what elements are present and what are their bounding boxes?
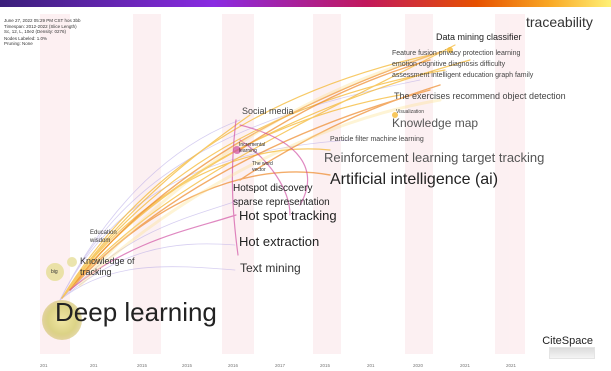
info-line: Timespan: 2012-2022 (Slice Length) (4, 23, 77, 29)
keyword-particle-filter[interactable]: Particle filter machine learning (330, 136, 424, 143)
keyword-education-wisdom[interactable]: Education wisdom (90, 230, 117, 244)
keyword-feature-fusion[interactable]: Feature fusion privacy protection learni… (392, 50, 521, 57)
keyword-visualization[interactable]: Visualization (396, 109, 424, 115)
keyword-artificial-intelligence[interactable]: Artificial intelligence (ai) (330, 171, 499, 188)
keyword-knowledge-map[interactable]: Knowledge map (392, 116, 479, 130)
keyword-sparse-representation[interactable]: sparse representation (233, 197, 330, 208)
keyword-reinforcement[interactable]: Reinforcement learning target tracking (324, 150, 545, 165)
year-label: 2016 (228, 363, 239, 368)
keyword-knowledge-of-tracking[interactable]: Knowledge of tracking (80, 256, 135, 277)
node-hotspot (233, 146, 241, 154)
info-line: Nodes Labeled: 1.0% (4, 35, 48, 41)
year-label: 2017 (275, 363, 286, 368)
year-label: 2021 (460, 363, 471, 368)
keyword-hot-spot-tracking[interactable]: Hot spot tracking (239, 208, 337, 223)
citespace-logo-bar (549, 347, 595, 359)
timeline-color-bar (0, 0, 611, 7)
keyword-assessment[interactable]: assessment intelligent education graph f… (392, 72, 534, 79)
year-label: 2021 (506, 363, 517, 368)
year-label: 2020 (413, 363, 424, 368)
link-arcs (59, 44, 471, 301)
year-label: 201 (90, 363, 98, 368)
info-line: Pruning: None (4, 41, 33, 46)
keyword-incremental-learning[interactable]: Incremental learning (239, 142, 266, 154)
info-panel: June 27, 2022 05:29 PM CST hos 3bb Times… (4, 18, 80, 47)
node-knowledge-map (392, 112, 398, 118)
year-label: 2015 (320, 363, 331, 368)
keyword-hotspot-discovery[interactable]: Hotspot discovery (233, 183, 313, 194)
node-big (46, 263, 64, 281)
keyword-data-mining-classifier[interactable]: Data mining classifier (436, 32, 522, 42)
year-label: 2015 (182, 363, 193, 368)
keyword-traceability[interactable]: traceability (526, 14, 593, 30)
node-traceability (447, 47, 453, 53)
info-line: Sc, 12, L, 10e2 (Density: 0276) (4, 29, 67, 34)
year-label: 2015 (137, 363, 148, 368)
keyword-hot-extraction[interactable]: Hot extraction (239, 234, 320, 249)
keyword-big[interactable]: big (51, 269, 58, 275)
keyword-deep-learning[interactable]: Deep learning (55, 297, 217, 327)
time-slice-stripes (40, 14, 525, 354)
year-label: 201 (40, 363, 48, 368)
keyword-social-media[interactable]: Social media (242, 106, 294, 116)
node-deep-learning (42, 300, 82, 340)
year-label: 201 (367, 363, 375, 368)
keyword-emotion[interactable]: emotion cognitive diagnosis difficulty (392, 61, 506, 68)
keyword-word-vector[interactable]: The word vector (252, 161, 273, 173)
info-line: June 27, 2022 05:29 PM CST hos 3bb (4, 18, 81, 23)
node-knowledge-of-tracking (67, 257, 77, 267)
keyword-exercises[interactable]: The exercises recommend object detection (394, 91, 566, 101)
keyword-text-mining[interactable]: Text mining (240, 261, 301, 275)
citespace-brand: CiteSpace (542, 335, 593, 347)
